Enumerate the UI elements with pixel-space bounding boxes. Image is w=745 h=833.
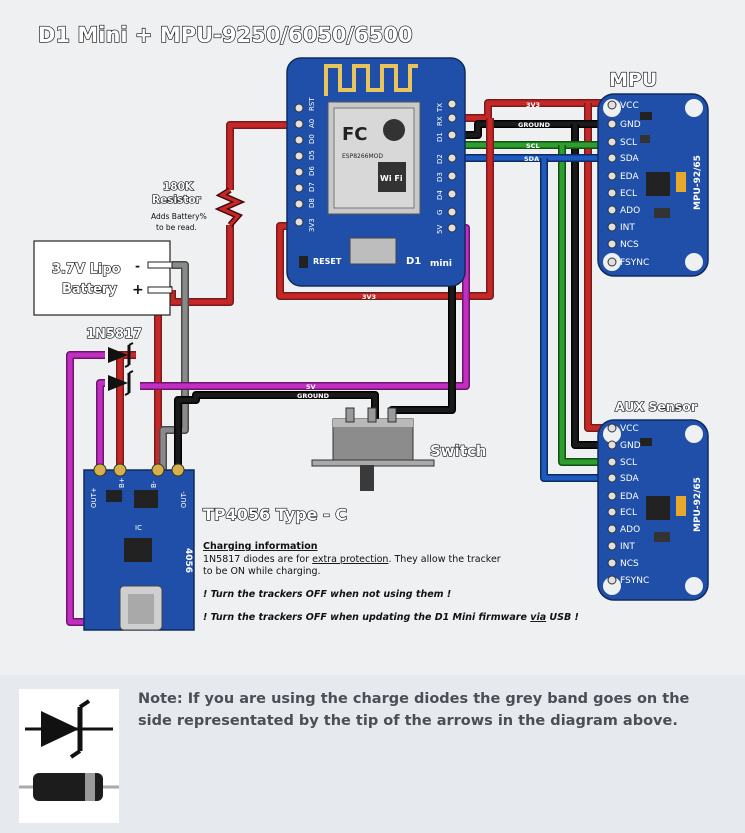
charging-line-1: 1N5817 diodes are for extra protection. … xyxy=(203,554,501,565)
mpu-pin-label: FSYNC xyxy=(620,258,649,268)
mpu-pin-label: NCS xyxy=(620,240,639,250)
tp-ic-label: IC xyxy=(135,524,142,532)
wire-labels: 3V3 GROUND SCL SDA 3V3 5V GROUND xyxy=(297,101,551,400)
mpu-pin-label: GND xyxy=(620,120,641,130)
tp-pin-label: OUT+ xyxy=(90,487,98,508)
warning-2: ! Turn the trackers OFF when updating th… xyxy=(203,612,579,623)
aux-pin-label: GND xyxy=(620,441,641,451)
aux-pin-label: VCC xyxy=(620,424,639,434)
tp4056-board: OUT+ B+ B- OUT- 4056 IC TP4056 Type - C xyxy=(83,463,348,631)
battery: 3.7V Lipo Battery - + xyxy=(33,240,173,316)
aux-pin-label: ECL xyxy=(620,508,637,518)
d1-pin-label: D1 xyxy=(436,132,444,142)
resistor-note-2: to be read. xyxy=(156,223,197,232)
label-5v: 5V xyxy=(306,383,316,391)
aux-pin-label: SCL xyxy=(620,458,637,468)
mpu-board-label: MPU-92/65 xyxy=(693,155,703,210)
mpu-pin-label: SCL xyxy=(620,138,637,148)
switch[interactable]: Switch xyxy=(311,407,487,491)
label-ground-top: GROUND xyxy=(518,121,551,129)
diode-label: 1N5817 xyxy=(86,327,142,342)
d1-pin-label: 3V3 xyxy=(308,218,316,232)
battery-plus: + xyxy=(132,282,144,298)
tp-pin-label: B+ xyxy=(118,477,126,488)
aux-pins: VCC GND SCL SDA EDA ECL ADO INT NCS FSYN… xyxy=(607,423,649,586)
esp-chip-label: ESP8266MOD xyxy=(342,153,383,160)
battery-label-2: Battery xyxy=(62,282,117,297)
battery-label-1: 3.7V Lipo xyxy=(52,262,121,277)
d1-pin-label: G xyxy=(436,210,444,215)
charging-heading: Charging information xyxy=(203,541,318,552)
diode-symbol-icon xyxy=(25,699,113,759)
d1-pin-label: D6 xyxy=(308,166,316,176)
switch-label: Switch xyxy=(430,442,487,460)
aux-pin-label: ADO xyxy=(620,525,640,535)
mpu-board: MPU MPU-92/65 VCC GND SCL SDA EDA E xyxy=(597,68,709,277)
d1-pins-right: TX RX D1 D2 D3 D4 G 5V xyxy=(436,99,457,234)
d1-logo: mini xyxy=(430,259,452,269)
aux-pin-label: NCS xyxy=(620,559,639,569)
d1-pin-label: RX xyxy=(436,116,444,126)
d1-pin-label: A0 xyxy=(308,119,316,128)
tp-side-label: 4056 xyxy=(183,548,193,573)
diagram-canvas: D1 Mini + MPU-9250/6050/6500 xyxy=(33,22,709,631)
tp-pin-label: OUT- xyxy=(180,491,188,508)
aux-pin-label: FSYNC xyxy=(620,576,649,586)
diode-icon xyxy=(108,342,134,368)
esp-wifi-logo: Wi Fi xyxy=(380,174,403,183)
aux-pin-label: INT xyxy=(620,542,635,552)
diode-reference-image xyxy=(19,689,119,823)
mpu-pin-label: EDA xyxy=(620,172,639,182)
mpu-pin-label: VCC xyxy=(620,101,639,111)
d1-pin-label: D0 xyxy=(308,134,316,144)
resistor-word: Resistor xyxy=(152,194,202,206)
tp-pin-label: B- xyxy=(150,480,158,488)
label-ground-bottom: GROUND xyxy=(297,392,330,400)
esp-fc-logo: FC xyxy=(342,124,368,145)
d1-pin-label: D2 xyxy=(436,154,444,164)
aux-pin-label: SDA xyxy=(620,474,639,484)
resistor-value: 180K xyxy=(163,181,194,193)
d1-pin-label: 5V xyxy=(436,225,444,234)
diode-icon xyxy=(108,370,134,396)
d1-label: D1 xyxy=(406,256,421,267)
label-sda: SDA xyxy=(524,155,539,163)
label-3v3-bottom: 3V3 xyxy=(362,293,376,301)
resistor-note-1: Adds Battery% xyxy=(151,212,207,221)
mpu-label: MPU xyxy=(609,69,657,91)
d1-pin-label: D5 xyxy=(308,150,316,160)
aux-sensor-label: AUX Sensor xyxy=(615,399,698,414)
mpu-pin-label: SDA xyxy=(620,154,639,164)
d1-pin-label: D4 xyxy=(436,190,444,200)
charging-info: Charging information 1N5817 diodes are f… xyxy=(203,541,579,623)
note-area xyxy=(0,675,745,833)
label-scl: SCL xyxy=(526,142,540,150)
aux-sensor-board: AUX Sensor MPU-92/65 VCC GND SCL SDA EDA xyxy=(597,398,709,601)
d1-pin-label: D7 xyxy=(308,182,316,192)
d1-pin-label: RST xyxy=(308,97,316,111)
resistor-180k: 180K Resistor Adds Battery% to be read. xyxy=(151,180,246,232)
d1-pin-label: TX xyxy=(436,103,444,113)
note-text: Note: If you are using the charge diodes… xyxy=(138,691,690,729)
aux-pin-label: EDA xyxy=(620,492,639,502)
mpu-pin-label: INT xyxy=(620,223,635,233)
d1-pins-left: RST A0 D0 D5 D6 D7 D8 3V3 xyxy=(294,97,316,232)
d1-mini-board: FC ESP8266MOD Wi Fi RST A0 D0 D5 D6 D7 D… xyxy=(286,57,466,287)
d1-pin-label: D3 xyxy=(436,172,444,182)
mpu-pin-label: ADO xyxy=(620,206,640,216)
diagram-title: D1 Mini + MPU-9250/6050/6500 xyxy=(38,23,413,47)
d1-pin-label: D8 xyxy=(308,198,316,208)
tp4056-label: TP4056 Type - C xyxy=(203,505,347,524)
battery-minus: - xyxy=(135,259,140,273)
aux-board-label: MPU-92/65 xyxy=(693,477,703,532)
diodes-1n5817: 1N5817 xyxy=(85,326,143,396)
warning-1: ! Turn the trackers OFF when not using t… xyxy=(203,589,451,600)
mpu-pins: VCC GND SCL SDA EDA ECL ADO INT NCS FSYN… xyxy=(607,100,649,268)
charging-line-2: to be ON while charging. xyxy=(203,566,321,577)
mpu-pin-label: ECL xyxy=(620,189,637,199)
wiring-diagram: D1 Mini + MPU-9250/6050/6500 xyxy=(33,22,709,631)
reset-label: RESET xyxy=(313,257,342,266)
label-3v3-top: 3V3 xyxy=(526,101,540,109)
diode-component-icon xyxy=(19,773,119,801)
